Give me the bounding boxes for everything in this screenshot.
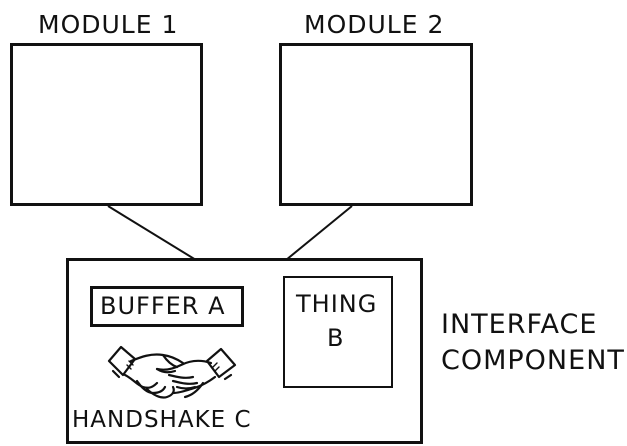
handshake-c-label: HANDSHAKE C <box>72 407 252 433</box>
handshake-icon <box>107 345 237 399</box>
thing-b-label-line2: B <box>327 324 345 352</box>
module1-label: MODULE 1 <box>38 10 179 39</box>
module2-label: MODULE 2 <box>304 10 445 39</box>
thing-b-box <box>283 276 393 388</box>
buffer-a-label: BUFFER A <box>100 292 226 320</box>
module1-box <box>10 43 203 206</box>
interface-label-line2: COMPONENT <box>441 345 625 376</box>
module1-connector <box>107 205 197 261</box>
thing-b-label-line1: THING <box>296 290 378 318</box>
module2-box <box>279 43 473 206</box>
interface-label-line1: INTERFACE <box>441 309 598 340</box>
module2-connector <box>285 205 353 261</box>
buffer-a-box <box>90 286 244 327</box>
